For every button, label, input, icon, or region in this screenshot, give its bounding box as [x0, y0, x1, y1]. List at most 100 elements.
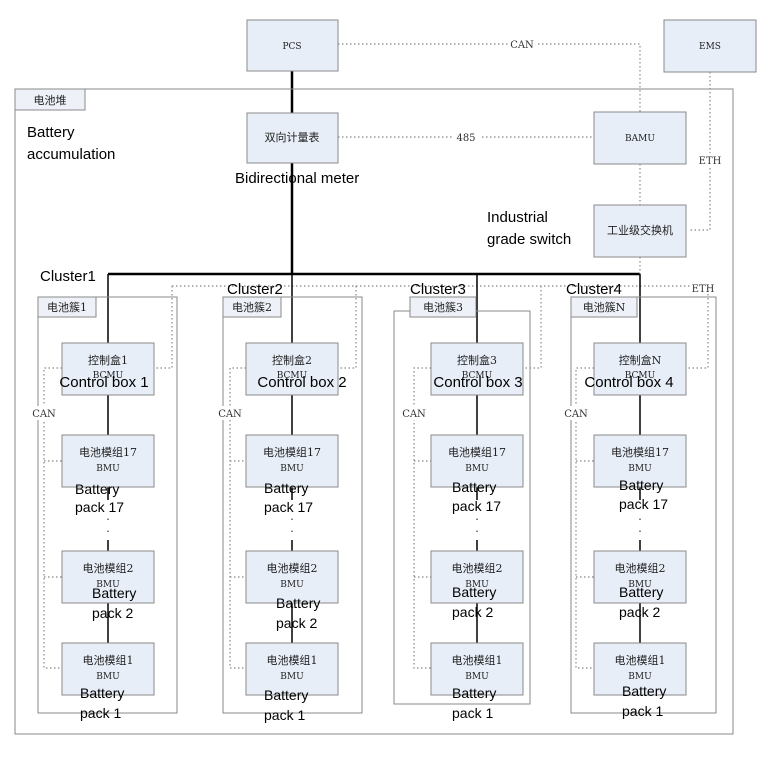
- cluster-2: 电池簇2 Cluster2 CAN 控制盒2 BCMU Control box …: [218, 274, 363, 723]
- cluster-4-en: Cluster4: [566, 281, 622, 298]
- ems-label: EMS: [699, 42, 721, 52]
- cluster-2-m17-en-line1: Battery: [264, 480, 308, 496]
- cluster-1-m1-sub: BMU: [96, 672, 120, 682]
- cluster-3-control-box: [430, 342, 524, 396]
- cluster-3-control-en: Control box 3: [433, 374, 522, 391]
- cluster-1-can-bus: [43, 367, 62, 669]
- cluster-4-ellipsis-1: .: [638, 510, 642, 523]
- eth-label-network: ETH: [692, 284, 715, 295]
- battery-stack-tab: [14, 88, 86, 111]
- cluster-4-m17-en-line1: Battery: [619, 477, 663, 493]
- cluster-4-module-17: [593, 434, 687, 488]
- pcs-label: PCS: [282, 42, 301, 52]
- cluster-3-ellipsis-1: .: [475, 510, 479, 523]
- cluster-2-m2-en-line1: Battery: [276, 595, 320, 611]
- switch-label: 工业级交换机: [607, 223, 673, 237]
- cluster-1-m2-en-line1: Battery: [92, 585, 136, 601]
- cluster-2-frame: [222, 296, 363, 714]
- cluster-1-m2-sub: BMU: [96, 580, 120, 590]
- cluster-3-control-sub: BCMU: [462, 371, 493, 381]
- cluster-2-m2-en-line2: pack 2: [276, 615, 317, 631]
- cluster-2-can-label: CAN: [218, 409, 242, 420]
- cluster-4-tab: [570, 296, 638, 318]
- cluster-2-tab: [222, 296, 282, 318]
- meter-node: 双向计量表: [246, 112, 339, 164]
- cluster-4-ellipsis-2: .: [638, 522, 642, 535]
- cluster-1-eth: [155, 286, 173, 369]
- cluster-1-m17-en-line1: Battery: [75, 481, 119, 497]
- cluster-2-m17-label: 电池模组17: [263, 445, 321, 459]
- eth-label-bg: [698, 153, 722, 167]
- cluster-1-control-box: [61, 342, 155, 396]
- cluster-1-module-2: [61, 550, 155, 604]
- cluster-4-m2-label: 电池模组2: [615, 561, 666, 575]
- can-label-bg: [508, 37, 536, 51]
- cluster-4-m17-sub: BMU: [628, 464, 652, 474]
- cluster-1-can-bg: [32, 406, 56, 420]
- cluster-4-control-label: 控制盒N: [619, 353, 662, 367]
- cluster-3-eth: [523, 286, 542, 369]
- cluster-1-can-label: CAN: [32, 409, 56, 420]
- can-link-pcs-bamu: [338, 43, 641, 112]
- cluster-3: 电池簇3 Cluster3 CAN 控制盒3 BCMU Control box …: [393, 274, 542, 721]
- cluster-4-m1-en-line1: Battery: [622, 683, 666, 699]
- cluster-2-m1-sub: BMU: [280, 672, 304, 682]
- cluster-3-module-17: [430, 434, 524, 488]
- battery-stack-frame: [14, 88, 734, 735]
- cluster-4-can-bus: [575, 367, 594, 669]
- cluster-3-ellipsis-2: .: [475, 522, 479, 535]
- cluster-2-eth: [338, 286, 357, 369]
- cluster-1-m1-label: 电池模组1: [83, 653, 134, 667]
- cluster-3-m1-label: 电池模组1: [452, 653, 503, 667]
- cluster-3-control-label: 控制盒3: [457, 353, 497, 367]
- cluster-4: 电池簇N Cluster4 CAN 控制盒N BCMU Control box …: [564, 274, 717, 719]
- cluster-3-module-1: [430, 642, 524, 696]
- cluster-2-control-en: Control box 2: [257, 374, 346, 391]
- cluster-1-control-label: 控制盒1: [88, 353, 128, 367]
- cluster-1-m2-label: 电池模组2: [83, 561, 134, 575]
- cluster-1-en: Cluster1: [40, 268, 96, 285]
- cluster-4-m2-sub: BMU: [628, 580, 652, 590]
- cluster-3-m1-en-line1: Battery: [452, 685, 496, 701]
- cluster-1-tab-label: 电池簇1: [47, 300, 87, 314]
- cluster-1-ellipsis-2: .: [106, 522, 110, 535]
- cluster-4-m1-label: 电池模组1: [615, 653, 666, 667]
- cluster-2-ellipsis-2: .: [290, 522, 294, 535]
- cluster-1-frame: [37, 296, 178, 714]
- can-label-top: CAN: [510, 40, 534, 51]
- cluster-4-control-sub: BCMU: [625, 371, 656, 381]
- cluster-2-control-sub: BCMU: [277, 371, 308, 381]
- cluster-1-tab: [37, 296, 97, 318]
- cluster-2-m1-en-line1: Battery: [264, 687, 308, 703]
- cluster-2-module-2: [245, 550, 339, 604]
- cluster-4-frame: [570, 296, 717, 714]
- cluster-4-eth: [686, 286, 709, 369]
- cluster-3-can-label: CAN: [402, 409, 426, 420]
- cluster-2-control-box: [245, 342, 339, 396]
- battery-stack-tab-label: 电池堆: [34, 94, 67, 107]
- cluster-4-tab-label: 电池簇N: [583, 300, 626, 314]
- cluster-3-m17-en-line1: Battery: [452, 479, 496, 495]
- cluster-1-m17-label: 电池模组17: [79, 445, 137, 459]
- cluster-3-m17-label: 电池模组17: [448, 445, 506, 459]
- cluster-1-ellipsis-1: .: [106, 510, 110, 523]
- cluster-2-can-bg: [218, 406, 242, 420]
- cluster-2-m1-en-line2: pack 1: [264, 707, 305, 723]
- rs485-label: 485: [456, 133, 475, 144]
- cluster-1-control-sub: BCMU: [93, 371, 124, 381]
- cluster-4-m17-en-line2: pack 17: [619, 496, 668, 512]
- cluster-4-m17-label: 电池模组17: [611, 445, 669, 459]
- cluster-3-en: Cluster3: [410, 281, 466, 298]
- cluster-3-m17-sub: BMU: [465, 464, 489, 474]
- cluster-2-m17-en-line2: pack 17: [264, 499, 313, 515]
- battery-stack-en-line2: accumulation: [27, 146, 115, 163]
- cluster-4-m2-en-line2: pack 2: [619, 604, 660, 620]
- ems-node: EMS: [663, 19, 757, 73]
- cluster-4-m2-en-line1: Battery: [619, 584, 663, 600]
- switch-en-line1: Industrial: [487, 209, 548, 226]
- ems-eth-link: [688, 72, 711, 231]
- cluster-4-can-label: CAN: [564, 409, 588, 420]
- switch-en-line2: grade switch: [487, 231, 571, 248]
- cluster-4-module-1: [593, 642, 687, 696]
- cluster-4-control-en: Control box 4: [584, 374, 673, 391]
